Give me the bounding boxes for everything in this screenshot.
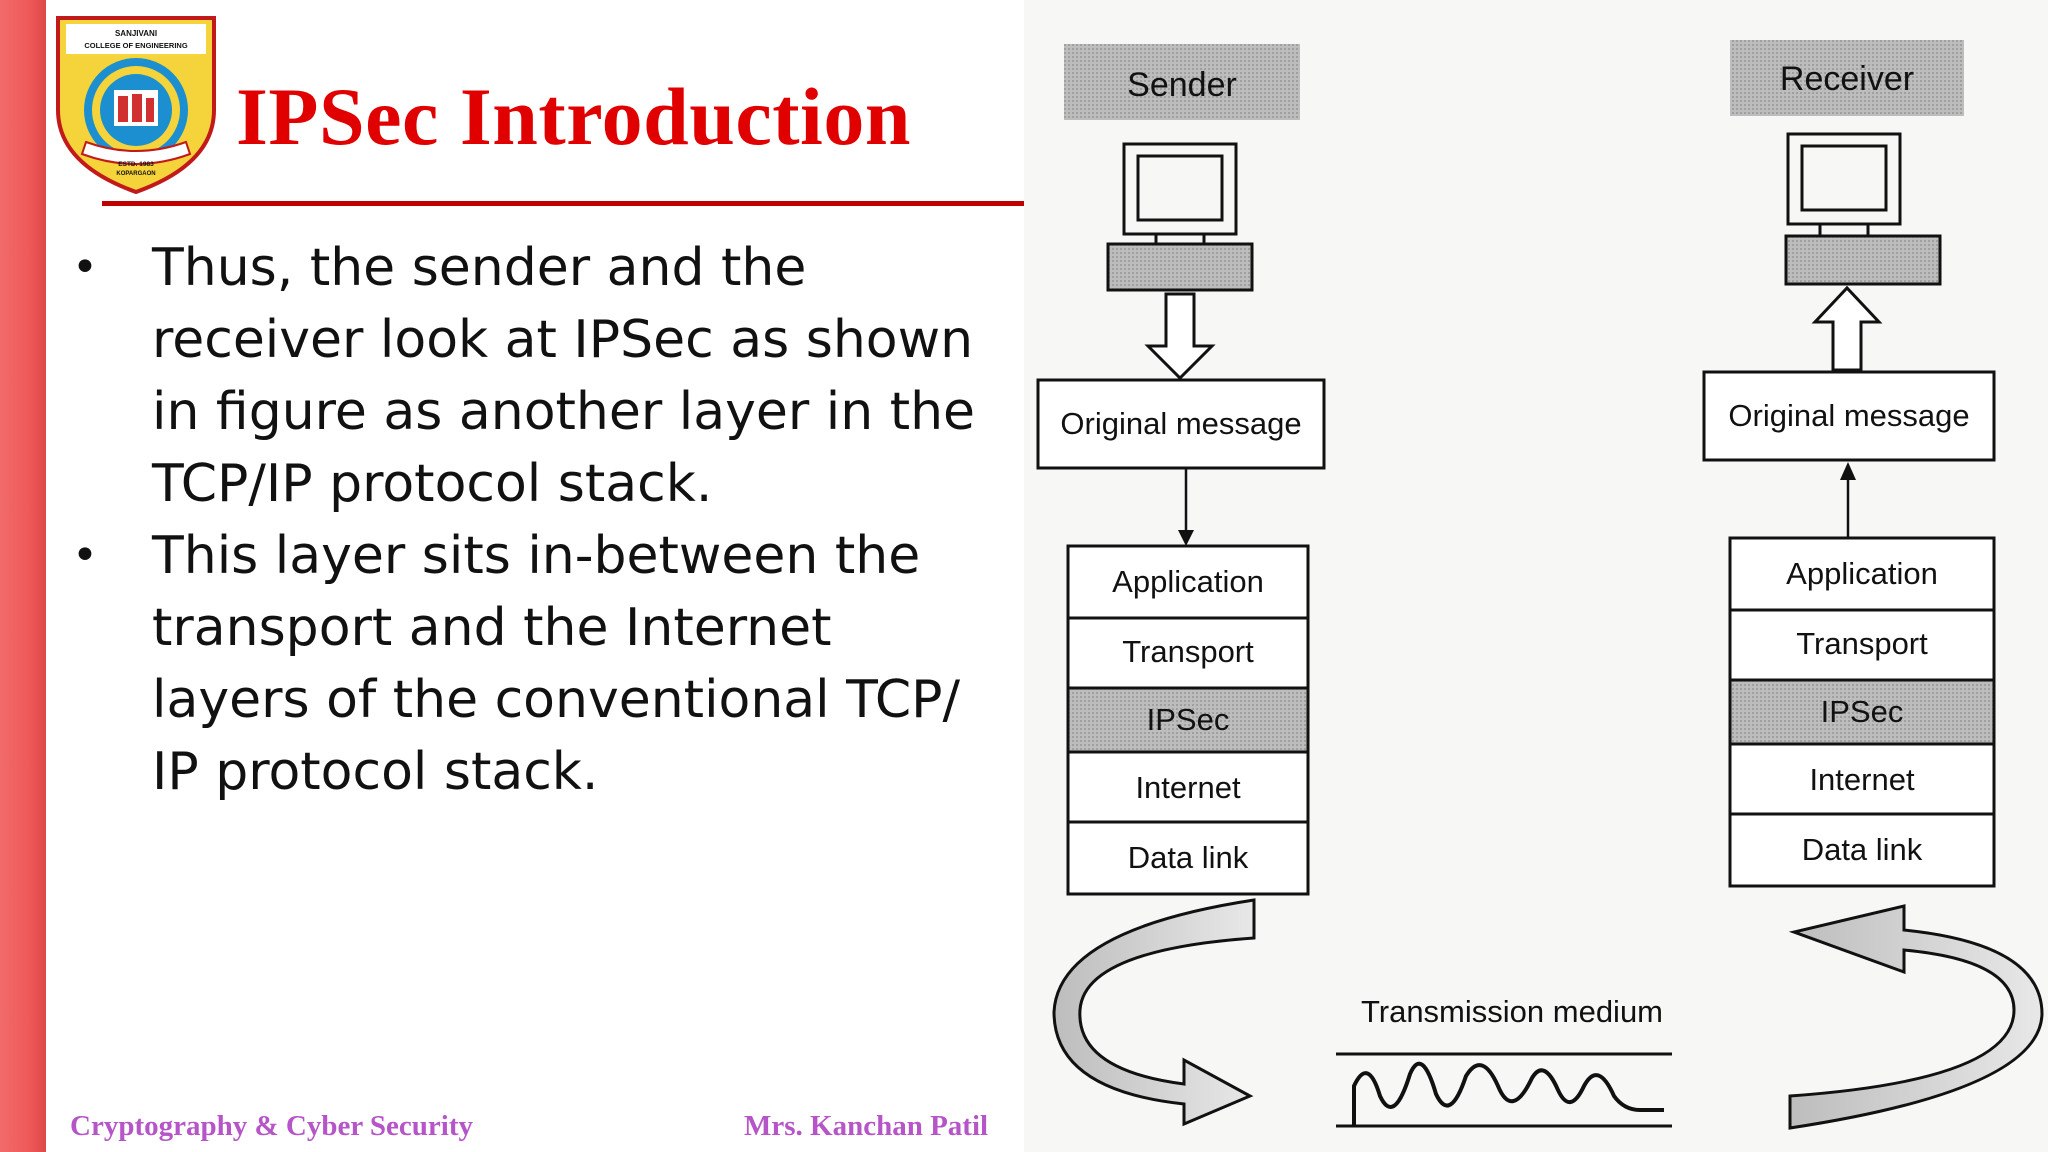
up-arrow-icon — [1811, 285, 1883, 372]
down-arrow-icon — [1144, 292, 1216, 381]
receiver-computer-icon — [1784, 132, 1942, 286]
sender-layer-ipsec: IPSec — [1147, 702, 1230, 737]
ipsec-stack-figure: Sender Receiver Original message Orig — [1024, 0, 2048, 1152]
bullet-item: • Thus, the sender and the receiver look… — [72, 232, 1002, 520]
receiver-layer-transport: Transport — [1796, 626, 1928, 661]
title-underline — [102, 201, 1024, 206]
bullet-list: • Thus, the sender and the receiver look… — [72, 232, 1002, 808]
sender-message-label: Original message — [1060, 406, 1301, 441]
right-curved-arrow-icon — [1788, 904, 2044, 1130]
bullet-item: • This layer sits in-between the transpo… — [72, 520, 1002, 808]
bullet-dot-icon: • — [72, 530, 98, 581]
svg-text:SANJIVANI: SANJIVANI — [115, 29, 157, 38]
bullet-dot-icon: • — [72, 242, 98, 293]
svg-text:COLLEGE OF ENGINEERING: COLLEGE OF ENGINEERING — [84, 41, 188, 50]
sender-label-box — [1064, 44, 1300, 120]
sender-message-box — [1036, 378, 1326, 470]
sender-layer-internet: Internet — [1135, 770, 1241, 805]
sender-layer-application: Application — [1112, 564, 1264, 599]
receiver-message-box — [1702, 370, 1996, 462]
receiver-connector-arrowhead — [1840, 462, 1856, 480]
sender-connector-arrowhead — [1178, 530, 1194, 546]
svg-text:KOPARGAON: KOPARGAON — [116, 171, 155, 177]
transmission-medium-label: Transmission medium — [1361, 994, 1663, 1029]
svg-text:ESTD. 1983: ESTD. 1983 — [118, 161, 154, 168]
signal-waveform-icon — [1352, 1061, 1664, 1126]
bullet-text: Thus, the sender and the receiver look a… — [152, 238, 976, 514]
sender-computer-icon — [1106, 142, 1254, 292]
sender-layer-transport: Transport — [1122, 634, 1254, 669]
receiver-layer-datalink: Data link — [1802, 832, 1923, 867]
receiver-label: Receiver — [1780, 60, 1914, 98]
footer-author: Mrs. Kanchan Patil — [744, 1110, 989, 1142]
college-logo: SANJIVANI COLLEGE OF ENGINEERING ESTD. 1… — [56, 16, 216, 195]
slide-title: IPSec Introduction — [236, 71, 911, 162]
left-curved-arrow-icon — [1052, 898, 1256, 1127]
receiver-protocol-stack: Application Transport IPSec Internet Dat… — [1728, 536, 1996, 888]
sender-protocol-stack: Application Transport IPSec Internet Dat… — [1066, 544, 1310, 896]
bullet-text: This layer sits in-between the transport… — [152, 526, 961, 802]
sender-label: Sender — [1127, 66, 1237, 104]
sender-layer-datalink: Data link — [1128, 840, 1249, 875]
receiver-message-label: Original message — [1728, 398, 1969, 433]
receiver-label-box — [1730, 40, 1964, 116]
receiver-layer-internet: Internet — [1809, 762, 1915, 797]
receiver-layer-application: Application — [1786, 556, 1938, 591]
left-accent-bar — [0, 0, 46, 1152]
footer-course-name: Cryptography & Cyber Security — [70, 1110, 474, 1142]
receiver-layer-ipsec: IPSec — [1821, 694, 1904, 729]
